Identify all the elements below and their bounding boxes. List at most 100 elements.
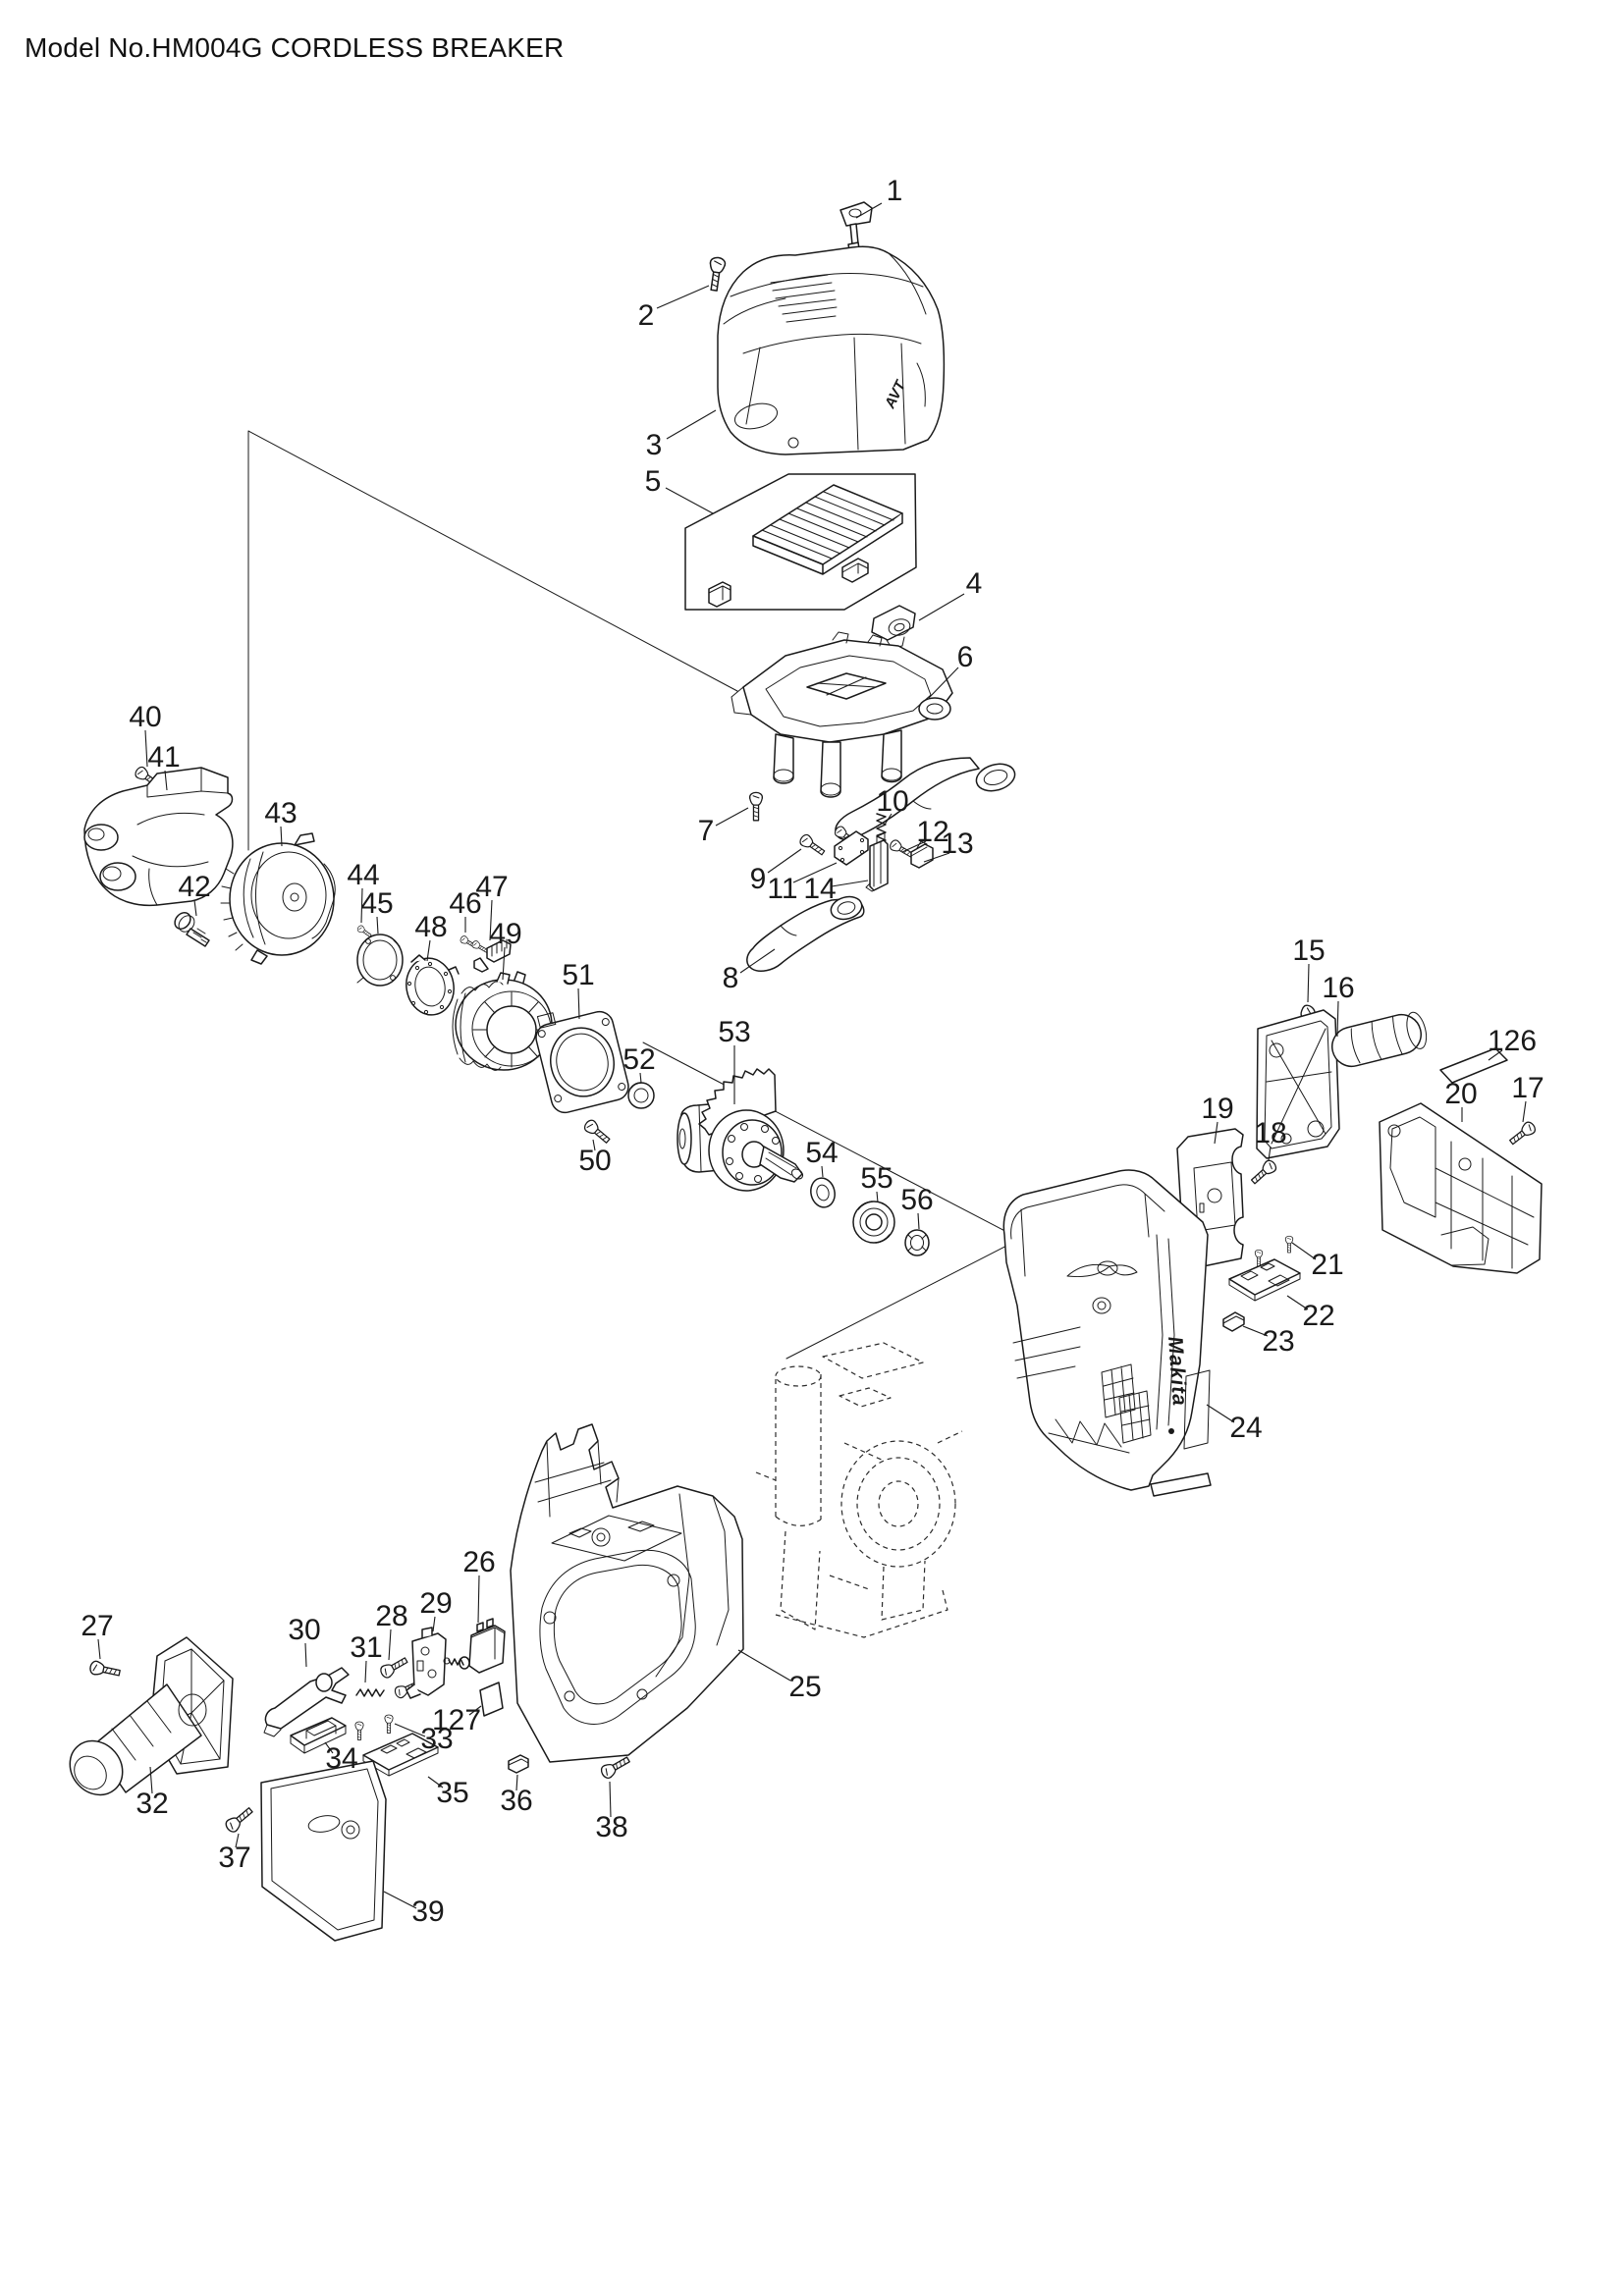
leader-line-31 xyxy=(364,1660,367,1683)
callout-126: 126 xyxy=(1488,1025,1537,1057)
leader-line-28 xyxy=(388,1629,392,1661)
leader-line-33 xyxy=(394,1723,426,1737)
callout-13: 13 xyxy=(941,828,973,860)
part-8-pipe xyxy=(746,895,865,972)
callout-36: 36 xyxy=(500,1785,532,1817)
part-34-slide-plate xyxy=(290,1717,347,1754)
part-50-screw xyxy=(581,1117,613,1147)
callout-55: 55 xyxy=(860,1162,893,1195)
callout-38: 38 xyxy=(595,1811,627,1843)
callout-25: 25 xyxy=(788,1671,821,1703)
callout-50: 50 xyxy=(578,1145,611,1177)
leader-line-16 xyxy=(1336,1000,1339,1038)
callout-42: 42 xyxy=(178,871,210,903)
leader-line-48 xyxy=(426,939,431,962)
handle-pipe-upper xyxy=(835,757,1016,840)
leader-line-22 xyxy=(1286,1295,1309,1310)
callout-18: 18 xyxy=(1254,1117,1286,1149)
part-13-contact xyxy=(910,840,934,869)
part-29-switch-bracket xyxy=(406,1627,447,1699)
leader-line-39 xyxy=(383,1891,417,1909)
callout-53: 53 xyxy=(718,1016,750,1048)
leader-line-21 xyxy=(1291,1242,1317,1260)
part-42-bolt xyxy=(174,912,210,947)
leader-line-126 xyxy=(1488,1049,1503,1061)
leader-line-24 xyxy=(1206,1404,1235,1423)
part-52-bearing xyxy=(627,1082,655,1109)
part-12-screw xyxy=(888,837,915,861)
leader-line-51 xyxy=(577,988,580,1020)
leader-line-42 xyxy=(193,899,197,917)
leader-line-127 xyxy=(468,1705,482,1716)
callout-41: 41 xyxy=(147,741,180,774)
leader-line-52 xyxy=(639,1072,642,1084)
part-33-screws xyxy=(354,1714,394,1740)
leader-line-11 xyxy=(792,862,838,883)
part-127-label xyxy=(479,1682,504,1717)
callout-5: 5 xyxy=(645,465,662,498)
callout-28: 28 xyxy=(375,1600,407,1632)
callout-2: 2 xyxy=(638,299,655,332)
leader-line-7 xyxy=(715,807,749,827)
leader-line-10 xyxy=(884,813,893,826)
leader-line-5 xyxy=(665,487,714,514)
leader-line-47 xyxy=(489,899,493,941)
callout-4: 4 xyxy=(966,567,983,600)
callout-9: 9 xyxy=(750,863,767,895)
leader-line-41 xyxy=(164,770,168,791)
leader-line-32 xyxy=(149,1766,153,1794)
part-48-gasket-ring xyxy=(406,954,460,1016)
callout-7: 7 xyxy=(698,815,715,847)
leader-line-19 xyxy=(1214,1121,1218,1145)
leader-line-14 xyxy=(831,880,869,887)
callout-39: 39 xyxy=(411,1896,444,1928)
callout-3: 3 xyxy=(646,429,663,461)
part-25-main-housing xyxy=(510,1423,744,1763)
leader-line-54 xyxy=(821,1165,824,1178)
leader-line-34 xyxy=(324,1741,334,1754)
part-41-crank-cap xyxy=(83,767,234,907)
leader-line-6 xyxy=(928,667,959,699)
part-22-pcb xyxy=(1228,1258,1301,1302)
callout-54: 54 xyxy=(805,1137,838,1169)
leader-line-2 xyxy=(656,285,710,309)
callout-16: 16 xyxy=(1322,972,1354,1004)
leader-line-3 xyxy=(666,409,717,440)
leader-line-49 xyxy=(502,946,506,981)
leader-line-40 xyxy=(144,729,148,768)
part-3-top-cover: AVT xyxy=(717,245,946,455)
callout-27: 27 xyxy=(81,1610,113,1642)
part-56-ring xyxy=(904,1229,930,1256)
part-36-block xyxy=(508,1754,529,1774)
callout-31: 31 xyxy=(350,1631,382,1664)
part-47-brush-holder xyxy=(473,938,512,973)
part-51-bearing-retainer xyxy=(535,1010,629,1114)
crankcase-ghost-assembly xyxy=(755,1342,963,1638)
callout-49: 49 xyxy=(489,918,521,950)
leader-line-38 xyxy=(609,1781,612,1818)
callout-37: 37 xyxy=(218,1842,250,1874)
callout-17: 17 xyxy=(1511,1072,1543,1104)
leader-line-18 xyxy=(1268,1146,1272,1161)
part-7-screw xyxy=(748,791,764,822)
part-39-front-cover xyxy=(260,1760,387,1942)
callout-12: 12 xyxy=(916,816,948,848)
callout-22: 22 xyxy=(1302,1300,1334,1332)
part-46-screws xyxy=(459,934,490,955)
callout-34: 34 xyxy=(325,1742,357,1775)
callout-44: 44 xyxy=(347,859,379,891)
part-18-screw xyxy=(1248,1157,1279,1188)
part-6-base-housing xyxy=(731,631,953,798)
callout-35: 35 xyxy=(436,1777,468,1809)
part-30-change-lever xyxy=(263,1667,350,1737)
callout-43: 43 xyxy=(264,797,297,829)
part-55-bearing xyxy=(852,1201,895,1244)
part-23-block xyxy=(1222,1311,1245,1332)
leader-line-23 xyxy=(1242,1325,1269,1337)
leader-line-44 xyxy=(360,887,363,924)
callout-40: 40 xyxy=(129,701,161,733)
callout-11: 11 xyxy=(767,873,797,905)
callout-52: 52 xyxy=(623,1043,655,1076)
part-27-screw xyxy=(88,1659,122,1681)
